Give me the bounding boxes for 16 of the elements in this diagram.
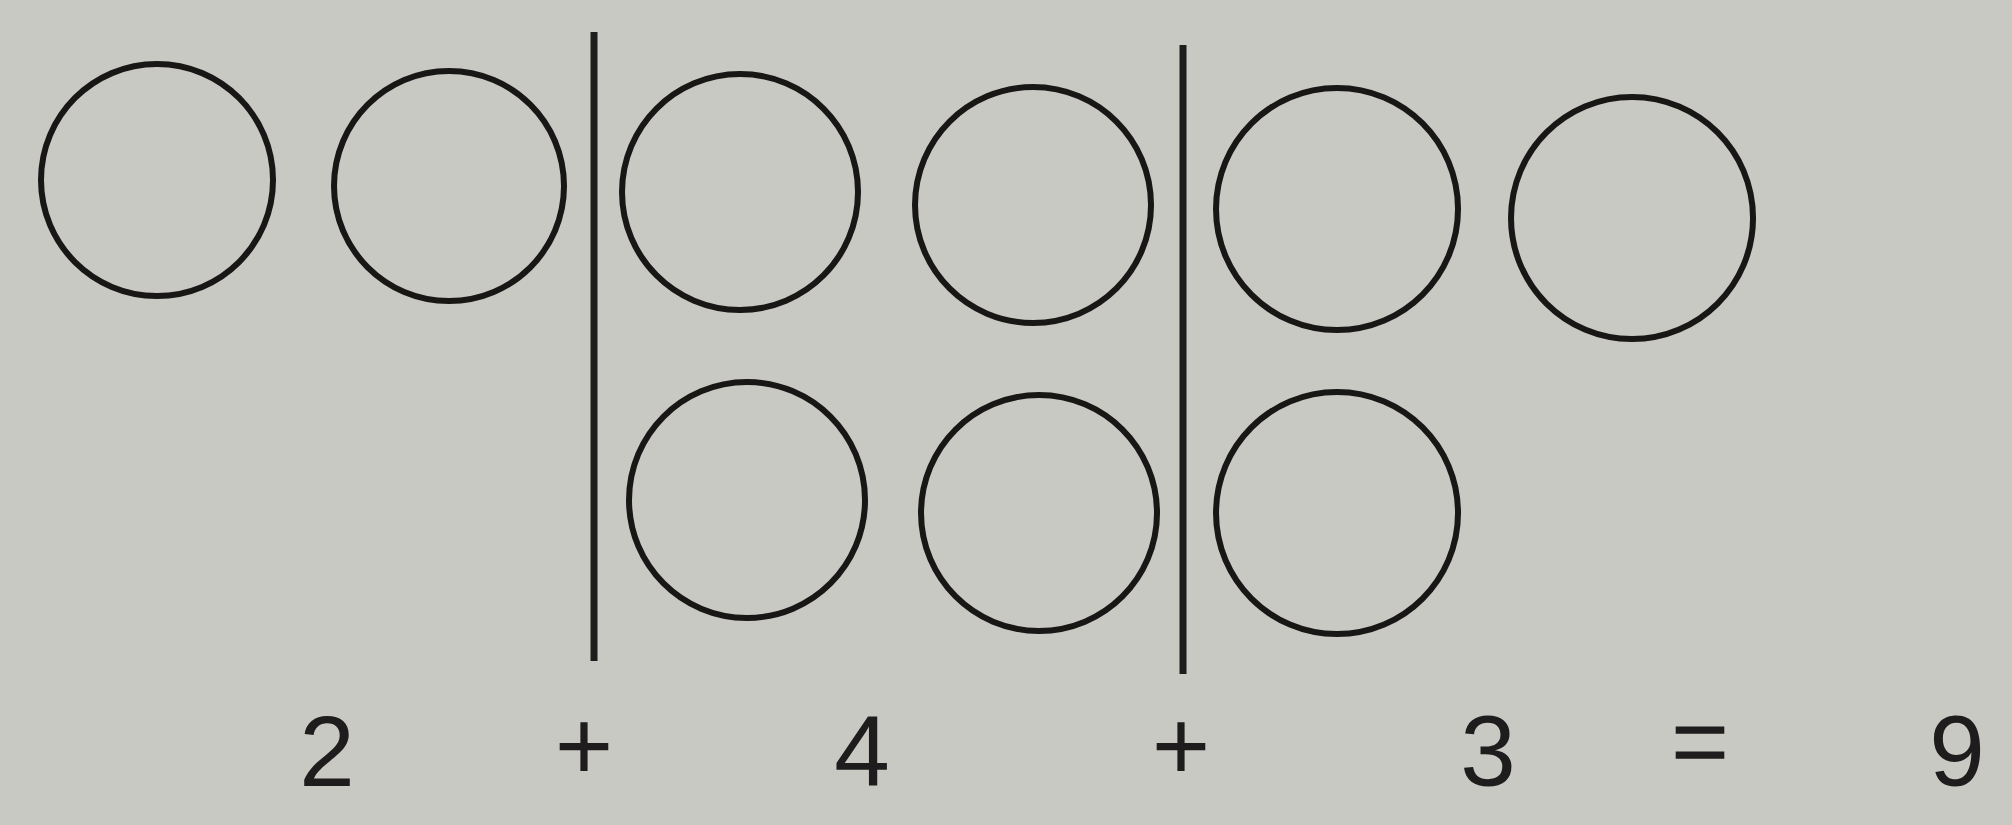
equation-symbol: 4 xyxy=(836,716,887,786)
circle xyxy=(1213,389,1461,637)
equation-symbol: 3 xyxy=(1464,715,1512,787)
circle xyxy=(1508,94,1756,342)
circle xyxy=(331,68,567,304)
equation-symbol: 2 xyxy=(304,716,350,786)
circle xyxy=(918,392,1160,634)
circle xyxy=(1213,85,1461,333)
equation-symbol: 9 xyxy=(1933,715,1981,787)
equation-symbol: + xyxy=(1156,722,1206,772)
circle xyxy=(619,71,861,313)
equation-symbol: = xyxy=(1675,726,1725,759)
circle xyxy=(912,84,1154,326)
circle xyxy=(626,379,868,621)
equation-symbol: + xyxy=(559,722,609,772)
circle xyxy=(38,61,276,299)
